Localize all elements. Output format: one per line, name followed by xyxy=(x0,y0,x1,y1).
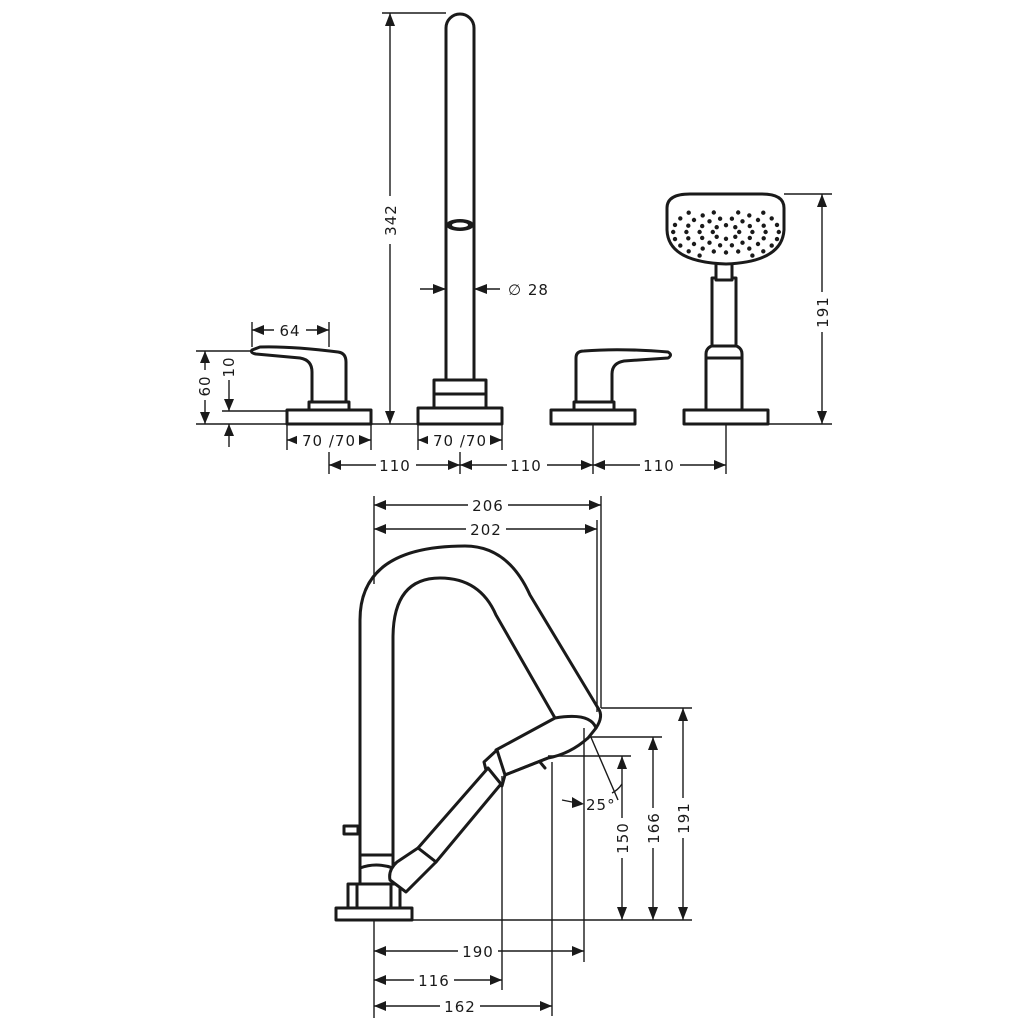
dim-110-b-label: 110 xyxy=(510,457,542,475)
dim-162-label: 162 xyxy=(444,998,476,1016)
dim-191-top: 191 xyxy=(768,193,832,425)
dim-206: 206 xyxy=(373,495,602,708)
dim-342-label: 342 xyxy=(382,204,400,236)
handshower xyxy=(665,192,786,426)
dim-150-label: 150 xyxy=(614,822,632,854)
dim-206-label: 206 xyxy=(472,497,504,515)
dim-70-left-label: 70 /70 xyxy=(302,432,356,450)
dim-190-label: 190 xyxy=(462,943,494,961)
dim-bottom-row: 190 116 162 xyxy=(373,728,585,1018)
spout xyxy=(416,12,504,426)
dim-202: 202 xyxy=(374,519,598,712)
dim-110-row: 110 110 110 xyxy=(328,424,727,475)
dim-70-spout-label: 70 /70 xyxy=(433,432,487,450)
right-valve xyxy=(549,348,672,426)
dim-166-label: 166 xyxy=(645,812,663,844)
dim-342: 342 xyxy=(372,12,446,425)
dim-110-c-label: 110 xyxy=(643,457,675,475)
dim-191-top-label: 191 xyxy=(814,296,832,328)
dim-116-label: 116 xyxy=(418,972,450,990)
dim-angle-label: 25° xyxy=(586,796,616,814)
dim-diameter: ∅ 28 xyxy=(420,281,549,299)
dim-diameter-label: ∅ 28 xyxy=(508,281,549,299)
dim-110-a-label: 110 xyxy=(379,457,411,475)
dim-70-spout: 70 /70 xyxy=(417,424,503,450)
dim-191-side-label: 191 xyxy=(675,802,693,834)
dim-70-left: 70 /70 xyxy=(286,424,372,450)
side-faucet xyxy=(334,544,603,922)
left-valve xyxy=(250,345,373,426)
dim-60-10: 60 10 xyxy=(196,350,287,447)
dim-64-label: 64 xyxy=(279,322,300,340)
dim-150: 150 xyxy=(548,755,632,920)
dim-angle-25: 25° xyxy=(561,734,623,814)
dim-10-label: 10 xyxy=(220,356,238,377)
dim-202-label: 202 xyxy=(470,521,502,539)
dim-166: 166 xyxy=(590,736,663,920)
dim-60-label: 60 xyxy=(196,375,214,396)
dim-64: 64 xyxy=(251,320,330,347)
